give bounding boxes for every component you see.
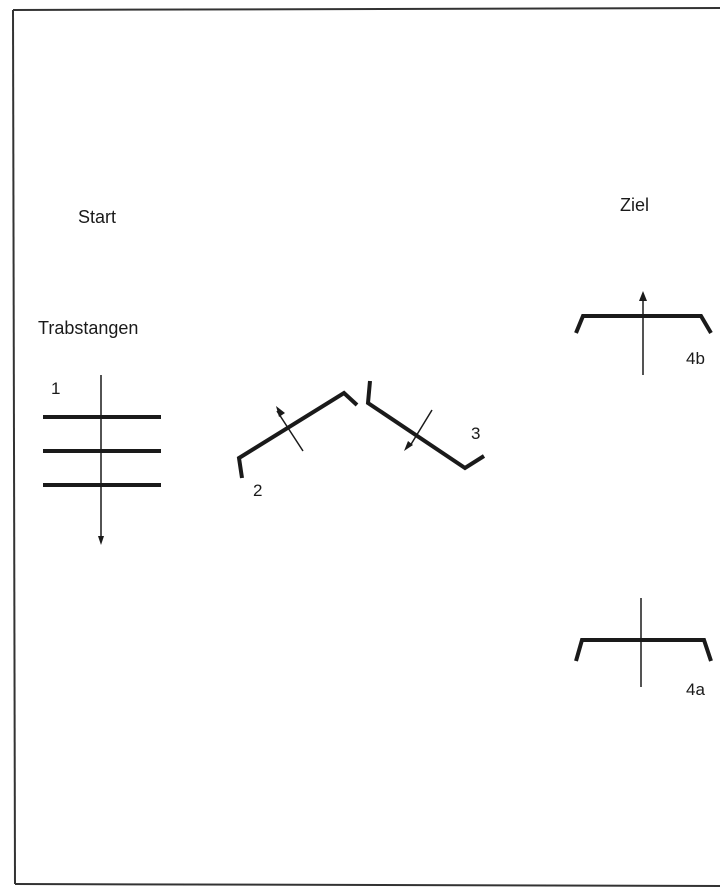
obstacle-4a-fence — [574, 598, 713, 687]
obstacle-number-3: 3 — [471, 424, 481, 443]
obstacle-4b-fence — [574, 291, 713, 375]
border-left — [12, 9, 16, 885]
finish-label: Ziel — [620, 195, 650, 215]
fence-4b-rails — [574, 314, 713, 335]
obstacle-2-fence — [236, 390, 359, 479]
obstacle-number-4a: 4a — [686, 680, 705, 699]
obstacle-number-2: 2 — [253, 481, 263, 500]
arrow-down-left-icon — [404, 441, 413, 451]
fence-2-rails — [236, 390, 359, 479]
start-label: Start — [78, 207, 117, 227]
obstacle-3-fence — [365, 380, 486, 471]
fence-4a-rails — [574, 638, 713, 662]
direction-line-3 — [409, 409, 433, 447]
arrow-up-left-icon — [276, 406, 285, 417]
arrow-down-icon — [98, 536, 104, 545]
obstacle-1-trot-poles — [43, 375, 161, 545]
border-bottom — [14, 883, 721, 887]
arrow-up-icon — [639, 291, 647, 301]
obstacle-number-4b: 4b — [686, 349, 705, 368]
border-top — [12, 7, 721, 11]
trot-poles-title: Trabstangen — [38, 318, 139, 338]
obstacle-number-1: 1 — [51, 379, 61, 398]
direction-line-2 — [276, 410, 304, 452]
fence-3-rails — [365, 380, 486, 471]
